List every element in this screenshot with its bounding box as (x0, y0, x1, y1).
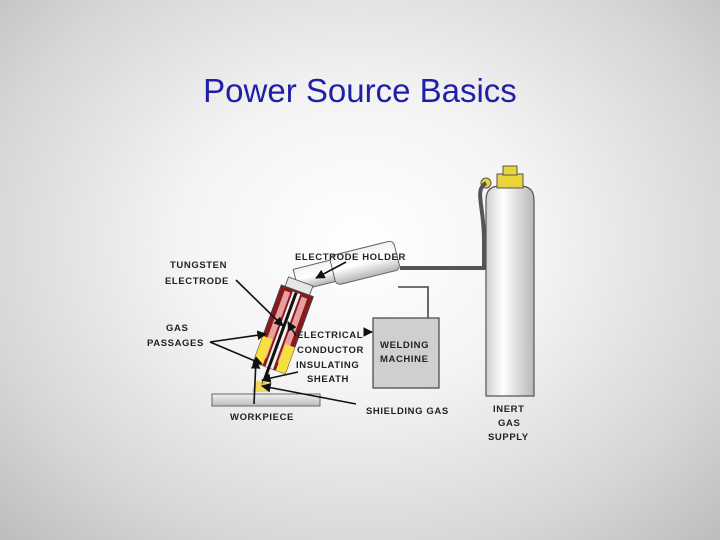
slide-title: Power Source Basics (203, 72, 517, 109)
workpiece-plate (211, 393, 321, 407)
label-welding-machine: WELDING MACHINE (380, 340, 432, 365)
welding-machine-box (372, 317, 440, 389)
gas-cylinder (480, 165, 535, 397)
power-cable (398, 286, 429, 318)
label-electrode-holder: ELECTRODE HOLDER (295, 252, 406, 263)
label-gas-passages: GAS PASSAGES (147, 323, 204, 349)
leader-lines (209, 261, 373, 405)
label-electrical-conductor: ELECTRICAL CONDUCTOR (297, 330, 366, 356)
label-workpiece: WORKPIECE (230, 412, 294, 423)
label-shielding-gas: SHIELDING GAS (366, 406, 449, 417)
label-tungsten-electrode: TUNGSTEN ELECTRODE (165, 260, 230, 287)
gas-hose (400, 181, 488, 270)
label-inert-gas-supply: INERT GAS SUPPLY (488, 404, 529, 443)
torch-head (252, 276, 314, 388)
label-insulating-sheath: INSULATING SHEATH (296, 360, 363, 385)
